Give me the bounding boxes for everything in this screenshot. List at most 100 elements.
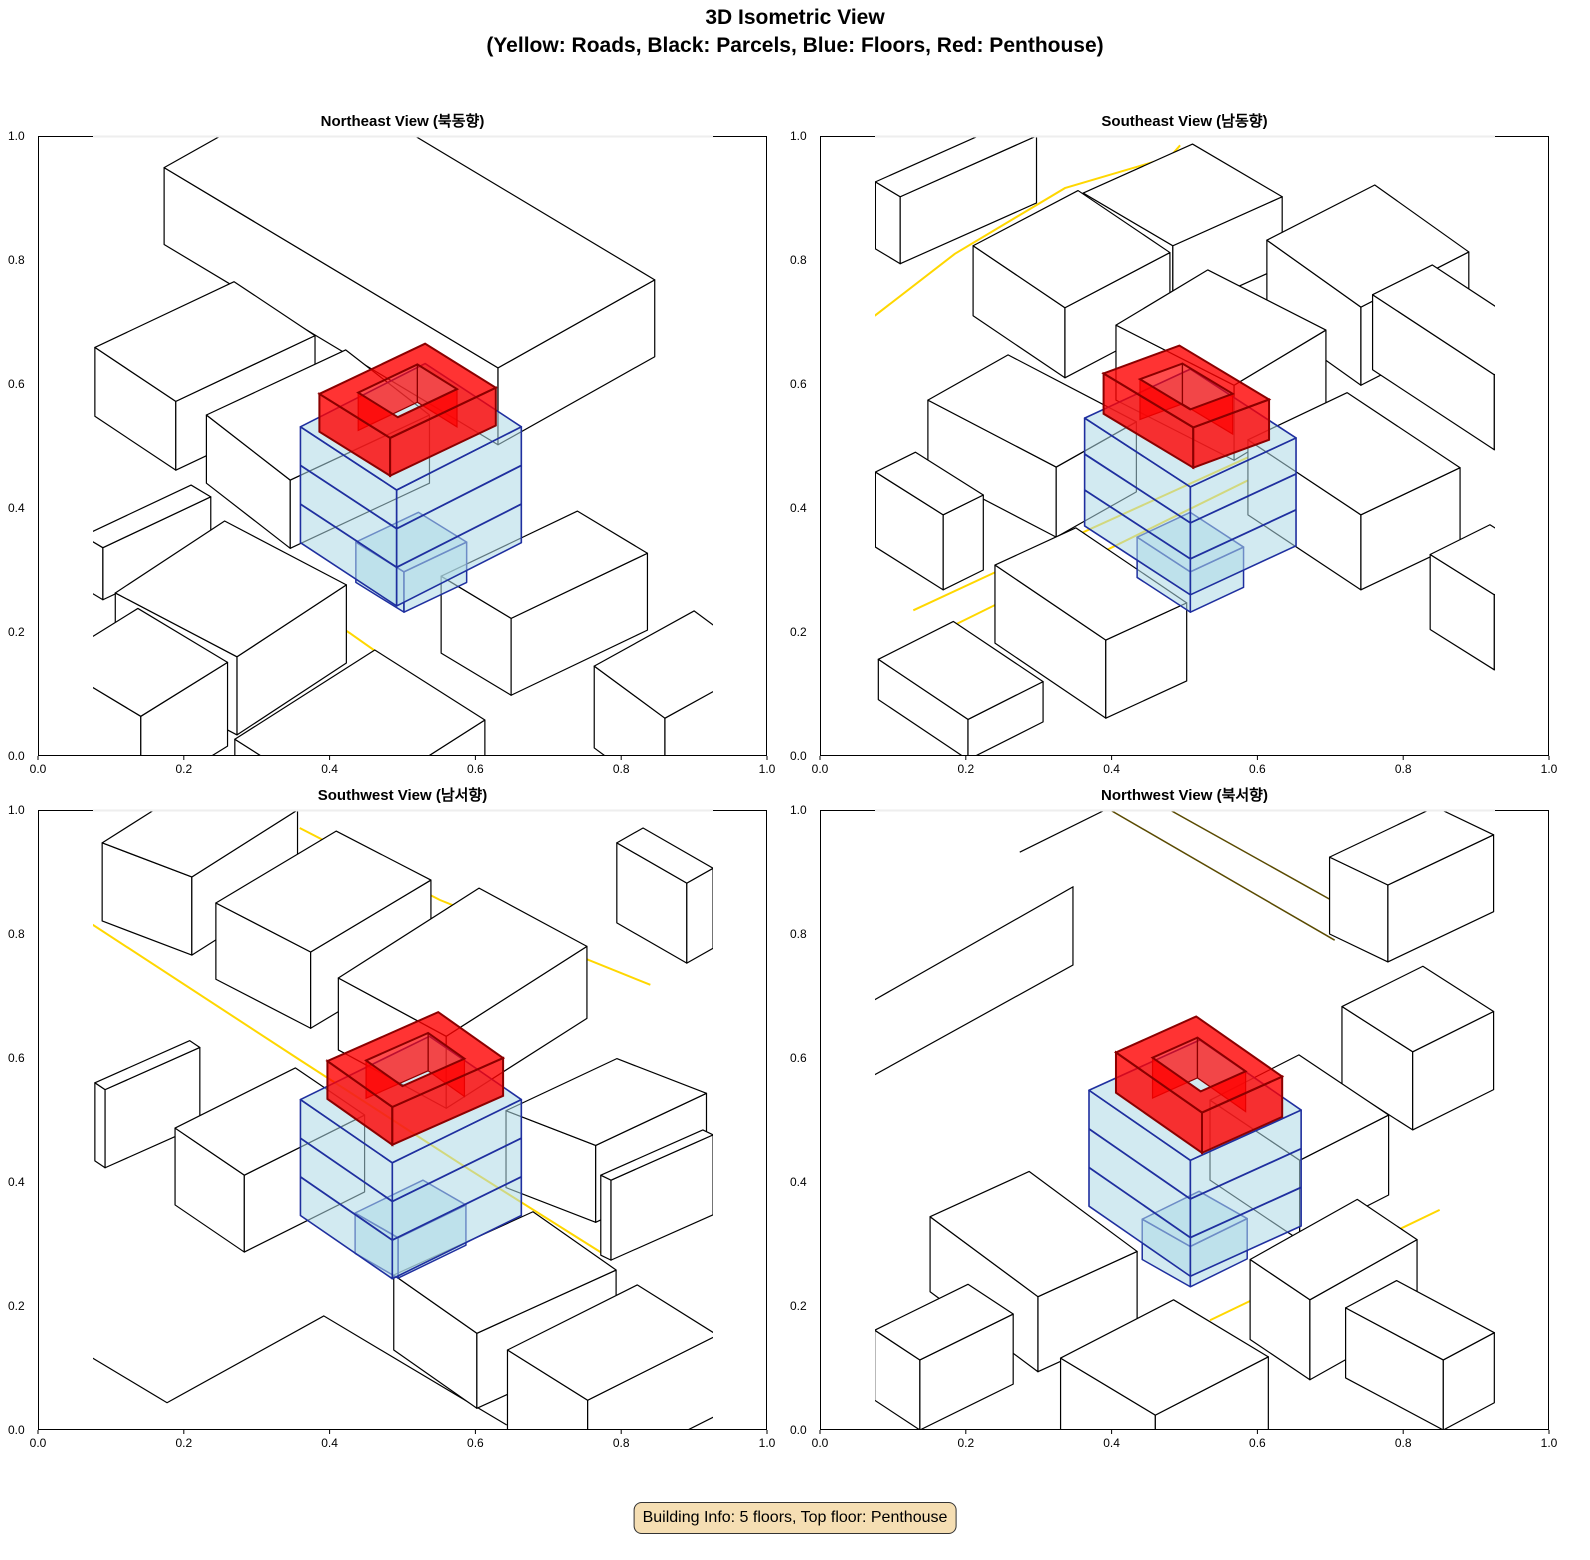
x-tick-label: 0.2 xyxy=(957,1436,975,1450)
floor-divider-line xyxy=(299,1137,522,1203)
floor-divider-line xyxy=(1084,453,1297,524)
floor-divider-line xyxy=(299,464,522,530)
parcel-building xyxy=(1059,1299,1269,1430)
y-tick-label: 0.2 xyxy=(790,1299,807,1313)
parcel-outline xyxy=(1019,810,1106,853)
floor-divider-line xyxy=(1084,489,1297,560)
parcel-building xyxy=(1345,1279,1495,1430)
x-tick-label: 0.8 xyxy=(612,1436,630,1450)
parcel-top-face xyxy=(506,1284,713,1401)
plot-area xyxy=(819,135,1550,760)
panel-southwest-view: Southwest View (남서향) 0.0 0.2 0.4 0.6 0.8 1.0 0… xyxy=(8,787,775,1450)
parcel-building xyxy=(875,136,1038,265)
parcel-top-face xyxy=(877,620,1044,721)
parcel-top-face xyxy=(600,1129,713,1181)
parcel-top-face xyxy=(929,1170,1138,1298)
y-tick-label: 1.0 xyxy=(8,803,25,817)
parcel-building xyxy=(600,1129,713,1261)
parcel-building xyxy=(1341,965,1495,1131)
parcel-top-face xyxy=(94,281,316,402)
parcel-top-face xyxy=(1082,143,1283,247)
parcel-right-face xyxy=(1493,373,1495,451)
parcel-top-face xyxy=(234,649,486,756)
parcel-building xyxy=(440,510,649,696)
parcel-outline xyxy=(93,1315,508,1426)
parcel-building xyxy=(875,1283,1014,1430)
parcel-top-face xyxy=(1345,1279,1495,1361)
x-tick-label: 0.8 xyxy=(612,762,630,776)
y-tick-label: 0.0 xyxy=(790,749,807,763)
plot-area xyxy=(37,135,768,760)
scene xyxy=(875,810,1495,1430)
y-tick-label: 0.4 xyxy=(8,1175,25,1189)
parcel-right-face xyxy=(1493,593,1495,671)
plot-area xyxy=(37,809,768,1434)
y-tick-label: 1.0 xyxy=(790,803,807,817)
parcel-building xyxy=(875,451,984,591)
y-tick-label: 0.0 xyxy=(8,1423,25,1437)
x-tick-label: 0.8 xyxy=(1394,1436,1412,1450)
x-tick-label: 0.2 xyxy=(175,762,193,776)
panel-title: Southwest View (남서향) xyxy=(317,787,488,804)
parcel-top-face xyxy=(337,887,588,1037)
y-tick-label: 0.0 xyxy=(790,1423,807,1437)
y-tick-label: 0.8 xyxy=(8,927,25,941)
y-tick-label: 0.6 xyxy=(8,377,25,391)
road-edge-line xyxy=(1169,810,1341,906)
figure-title-line1: 3D Isometric View xyxy=(705,6,885,29)
y-tick-label: 0.8 xyxy=(790,253,807,267)
panel-title: Southeast View (남동향) xyxy=(1101,113,1268,130)
penthouse xyxy=(317,342,498,478)
x-tick-label: 0.4 xyxy=(321,762,338,776)
panel-title: Northeast View (북동향) xyxy=(320,113,485,130)
scene xyxy=(875,136,1495,756)
parcel-building xyxy=(1328,810,1495,963)
x-tick-label: 0.0 xyxy=(811,762,829,776)
penthouse-roof-ring xyxy=(1101,344,1272,429)
y-tick-label: 0.4 xyxy=(790,501,807,515)
x-tick-label: 0.0 xyxy=(29,762,47,776)
x-tick-label: 1.0 xyxy=(758,1436,776,1450)
parcel-right-face xyxy=(587,1336,713,1430)
penthouse xyxy=(1113,1015,1285,1155)
parcel-top-face xyxy=(94,1040,201,1091)
x-tick-label: 0.8 xyxy=(1394,762,1412,776)
parcel-top-face xyxy=(393,1211,617,1334)
x-tick-label: 0.4 xyxy=(321,1436,338,1450)
y-tick-label: 0.6 xyxy=(790,377,807,391)
target-building xyxy=(299,362,523,613)
parcel-top-face xyxy=(1341,965,1495,1053)
parcel-top-face xyxy=(93,607,229,717)
parcel-left-face xyxy=(600,1174,612,1261)
x-tick-label: 1.0 xyxy=(1540,762,1558,776)
parcel-top-face xyxy=(440,510,649,619)
parcel-top-face xyxy=(1328,810,1495,886)
x-tick-label: 0.6 xyxy=(1249,1436,1266,1450)
x-tick-label: 0.0 xyxy=(29,1436,47,1450)
x-tick-label: 1.0 xyxy=(1540,1436,1558,1450)
parcel-top-face xyxy=(616,827,713,884)
x-tick-label: 0.6 xyxy=(467,1436,484,1450)
parcel-top-face xyxy=(875,1283,1014,1361)
y-tick-label: 0.2 xyxy=(8,1299,25,1313)
x-tick-label: 1.0 xyxy=(758,762,776,776)
panel-title: Northwest View (북서향) xyxy=(1101,787,1268,804)
penthouse-roof-ring xyxy=(325,1010,506,1109)
parcel-building xyxy=(616,827,713,964)
x-tick-label: 0.2 xyxy=(957,762,975,776)
y-tick-label: 0.6 xyxy=(8,1051,25,1065)
parcel-right-face xyxy=(664,690,713,756)
parcel-top-face xyxy=(994,527,1188,641)
y-tick-label: 0.2 xyxy=(790,625,807,639)
figure-title-line2: (Yellow: Roads, Black: Parcels, Blue: Fl… xyxy=(486,34,1104,57)
parcel-top-face xyxy=(163,136,656,369)
parcel-building xyxy=(1429,524,1495,671)
parcel-building xyxy=(506,1284,713,1430)
y-tick-label: 1.0 xyxy=(8,129,25,143)
parcel-top-face xyxy=(1249,1198,1418,1301)
parcel-outline xyxy=(875,885,1074,1076)
x-tick-label: 0.0 xyxy=(811,1436,829,1450)
